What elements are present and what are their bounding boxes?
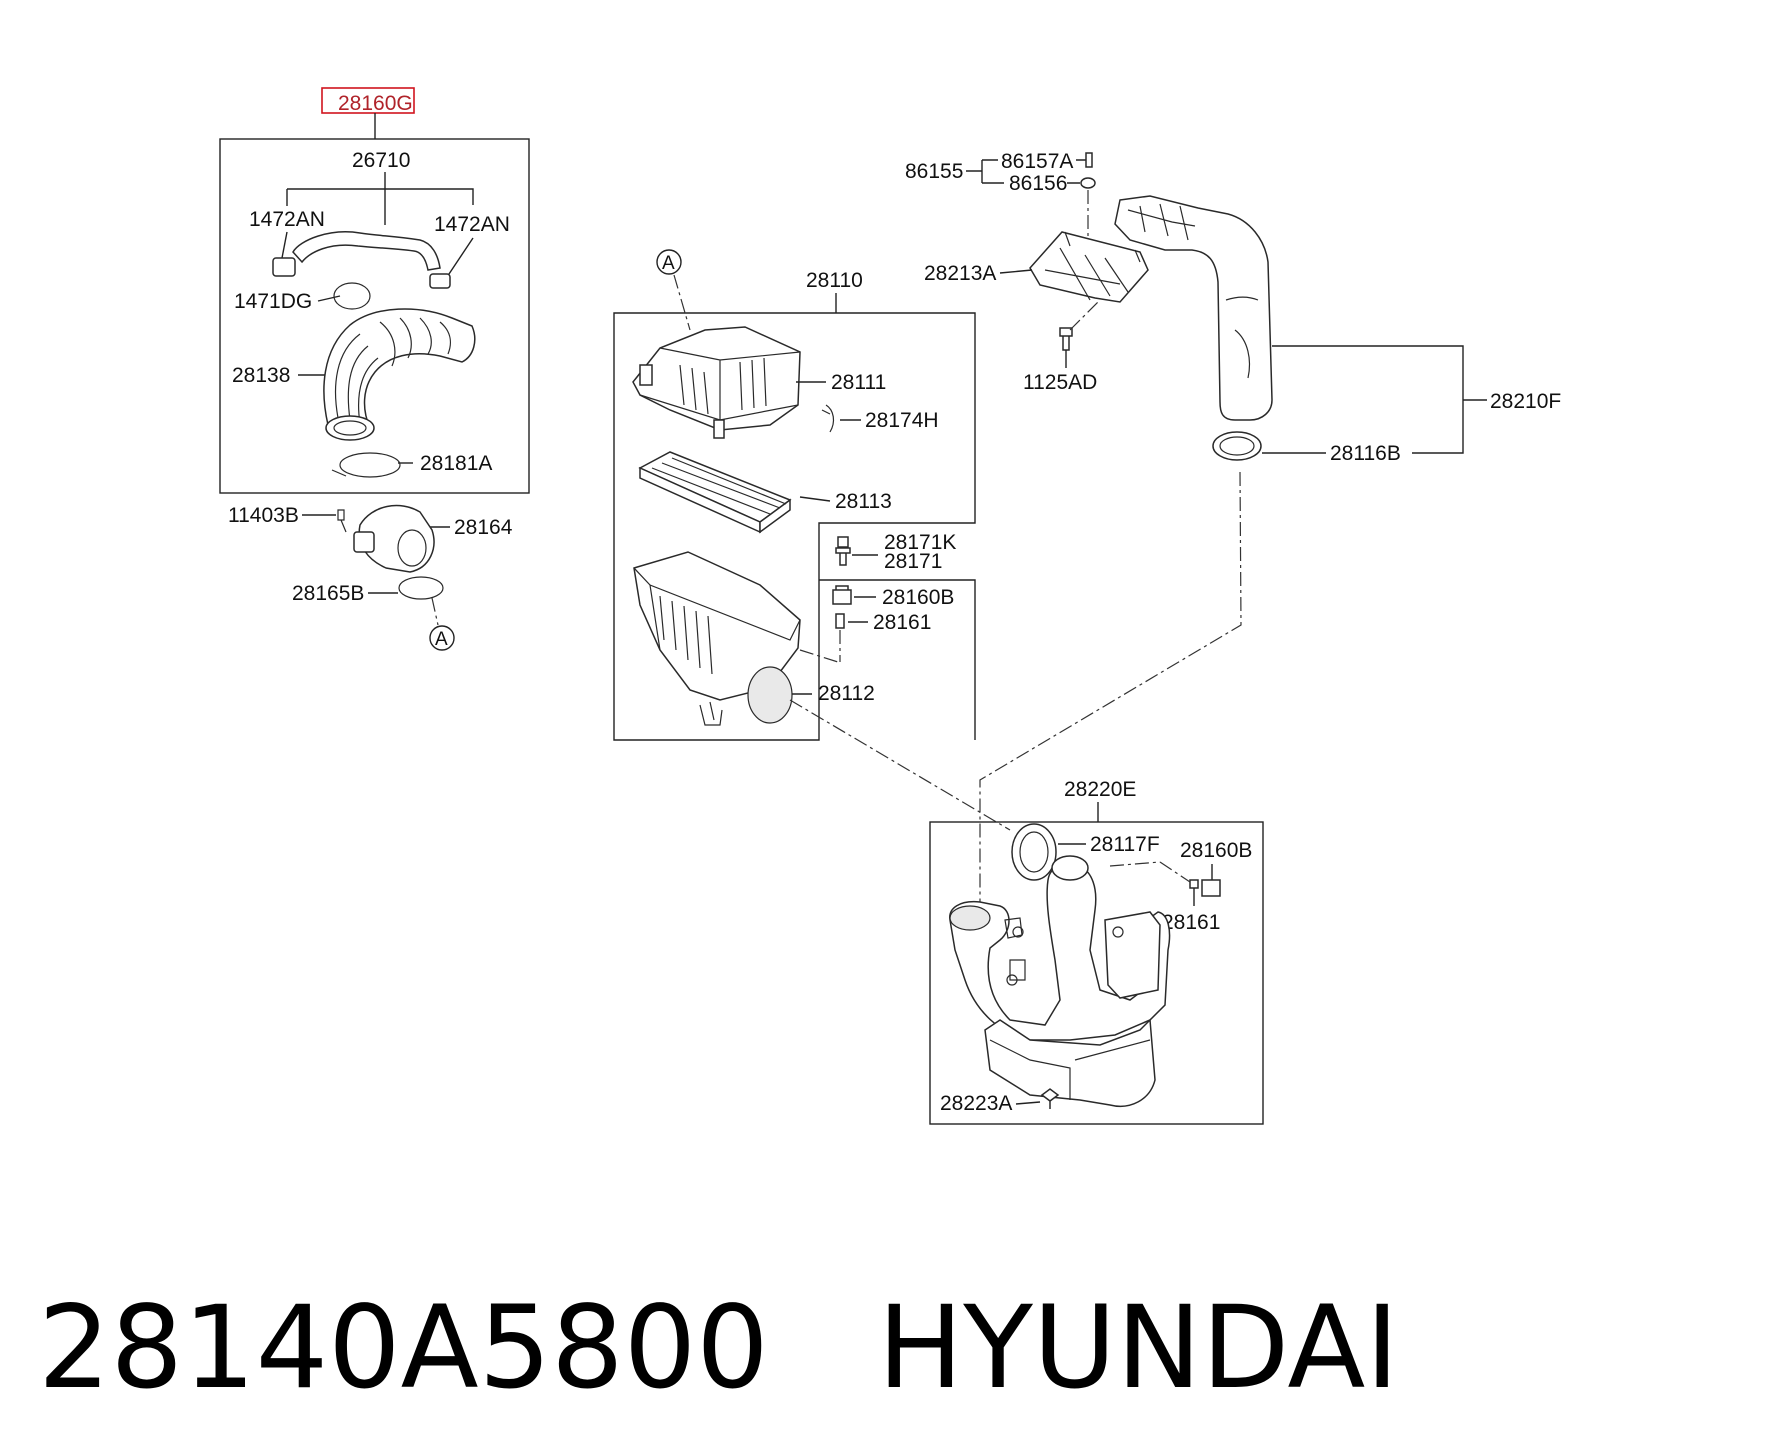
label-28164[interactable]: 28164: [454, 516, 513, 539]
clamp-28181a-tab: [331, 469, 347, 477]
label-28113[interactable]: 28113: [835, 490, 892, 513]
ref-line-a-top: [673, 274, 691, 331]
breather-hose-drawing: [272, 231, 451, 289]
product-caption: 28140A5800 HYUNDAI: [38, 1278, 1399, 1418]
nut-86156-drawing: [1080, 177, 1096, 189]
label-1125ad[interactable]: 1125AD: [1023, 371, 1097, 394]
label-28213a[interactable]: 28213A: [924, 262, 996, 285]
pin-28161-right-drawing: [1189, 879, 1199, 889]
air-filter-28113-drawing: [638, 451, 792, 534]
label-1472an-left[interactable]: 1472AN: [249, 208, 325, 231]
label-11403b[interactable]: 11403B: [228, 504, 299, 527]
label-28171[interactable]: 28171: [884, 550, 942, 573]
label-28220e[interactable]: 28220E: [1064, 778, 1136, 801]
ref-marker-a-bottom: [429, 625, 455, 651]
intake-duct-28210f-drawing: [1114, 195, 1273, 421]
grommet-28160b-mid-drawing: [832, 585, 852, 605]
bolt-28171-drawing: [835, 536, 851, 566]
intake-hose-drawing: [323, 308, 476, 441]
label-ref-a-top[interactable]: A: [662, 253, 675, 274]
clip-28174h-drawing: [821, 404, 835, 433]
airflow-sensor-28164-drawing: [353, 504, 435, 573]
label-28110[interactable]: 28110: [806, 269, 863, 292]
label-28111[interactable]: 28111: [831, 371, 886, 394]
ref-line-body-to-resonator: [789, 699, 1011, 831]
label-26710[interactable]: 26710: [352, 149, 410, 172]
brand-name: HYUNDAI: [877, 1281, 1399, 1414]
air-cleaner-body-28112-drawing: [633, 551, 839, 726]
ref-line-1125ad: [1069, 299, 1101, 331]
label-28223a[interactable]: 28223A: [940, 1092, 1012, 1115]
part-code: 28140A5800: [38, 1281, 769, 1414]
label-28181a[interactable]: 28181A: [420, 452, 492, 475]
label-86157a[interactable]: 86157A: [1001, 150, 1073, 173]
leader-86155: [966, 159, 1086, 184]
resonator-28220e-drawing: [949, 855, 1171, 1107]
leader-1472an-left: [281, 231, 288, 259]
label-28116b[interactable]: 28116B: [1330, 442, 1401, 465]
ref-line-28161-right: [1109, 861, 1161, 867]
ring-28116b-inner: [1219, 436, 1255, 456]
bolt-1125ad-drawing: [1059, 327, 1073, 351]
label-86156[interactable]: 86156: [1009, 172, 1067, 195]
label-28138[interactable]: 28138: [232, 364, 290, 387]
assembly-box-intake-hose: [219, 138, 530, 494]
clip-86157a-drawing: [1085, 152, 1093, 168]
clamp-1471dg-drawing: [333, 282, 371, 310]
assembly-box-air-cleaner: [613, 312, 976, 741]
label-86155[interactable]: 86155: [905, 160, 963, 183]
label-28160b-mid[interactable]: 28160B: [882, 586, 954, 609]
label-28161-right[interactable]: 28161: [1162, 911, 1220, 934]
seal-28117f-drawing: [1011, 823, 1057, 881]
pin-28161-mid-drawing: [835, 613, 845, 629]
leader-28113: [799, 496, 831, 502]
highlight-box[interactable]: [321, 87, 415, 114]
ref-line-duct-to-resonator: [979, 471, 1242, 938]
label-28160g[interactable]: 28160G: [338, 92, 413, 115]
label-28112[interactable]: 28112: [818, 682, 875, 705]
clamp-28181a-drawing: [339, 452, 401, 478]
ref-line-28161-right-b: [1159, 861, 1191, 883]
leader-28223a: [1015, 1101, 1041, 1105]
label-1471dg[interactable]: 1471DG: [234, 290, 312, 313]
grommet-28160b-right-drawing: [1201, 879, 1221, 897]
air-cleaner-cover-28111-drawing: [632, 326, 801, 439]
leader-28213a: [999, 269, 1033, 274]
label-28210f[interactable]: 28210F: [1490, 390, 1561, 413]
label-28160b-right[interactable]: 28160B: [1180, 839, 1252, 862]
leader-1471dg: [317, 295, 341, 302]
gasket-28165b-drawing: [398, 576, 444, 600]
ref-marker-a-top: [656, 249, 682, 275]
label-1472an-right[interactable]: 1472AN: [434, 213, 510, 236]
clip-28223a-drawing: [1040, 1088, 1060, 1109]
label-28165b[interactable]: 28165B: [292, 582, 364, 605]
label-ref-a-bottom[interactable]: A: [435, 629, 448, 650]
leader-26710: [286, 172, 474, 225]
screw-11403b-drawing: [337, 509, 347, 533]
label-28161-mid[interactable]: 28161: [873, 611, 931, 634]
leader-28210f: [1272, 345, 1487, 454]
label-28117f[interactable]: 28117F: [1090, 833, 1160, 856]
seal-28117f-inner: [1019, 831, 1049, 873]
leader-1472an-right: [444, 237, 474, 281]
label-28171k[interactable]: 28171K: [884, 531, 956, 554]
air-duct-28213a-drawing: [1029, 231, 1149, 303]
assembly-box-resonator: [929, 821, 1264, 1125]
ref-line-a-bottom: [431, 597, 439, 626]
label-28174h[interactable]: 28174H: [865, 409, 939, 432]
